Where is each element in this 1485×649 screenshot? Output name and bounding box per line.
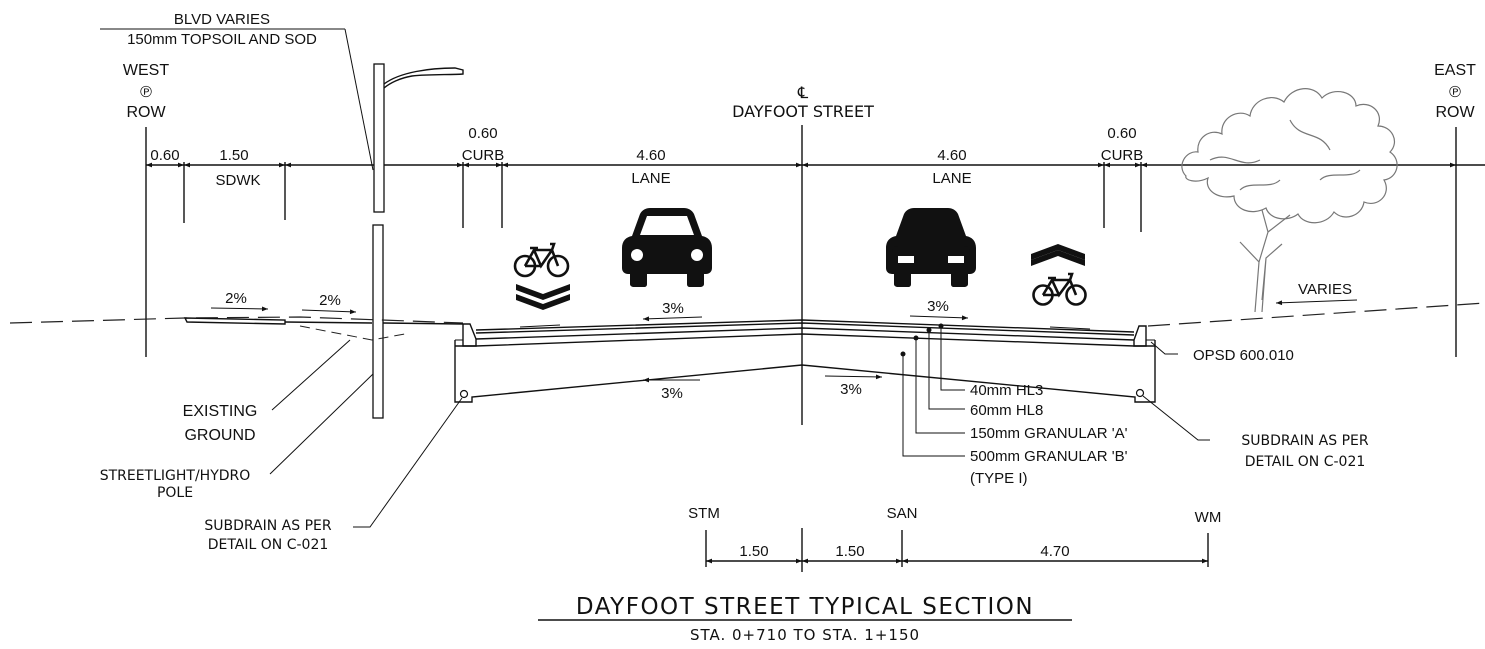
slope-label: 3% bbox=[840, 381, 862, 398]
dim-value: 0.60 bbox=[1107, 125, 1136, 142]
slope-label: 3% bbox=[662, 300, 684, 317]
utility-spacing: 1.50 bbox=[835, 543, 864, 560]
layer-label: 40mm HL3 bbox=[970, 382, 1043, 399]
car-icon bbox=[886, 208, 976, 287]
row-east-marker: EAST ℗ ROW bbox=[1434, 62, 1476, 357]
centerline-symbol: ℄ bbox=[797, 85, 809, 102]
row-west-label: ROW bbox=[126, 104, 166, 121]
roadway-slopes: 3% 3% 3% 3% VARIES bbox=[642, 281, 1358, 402]
subdrain-left-label: SUBDRAIN AS PER bbox=[204, 518, 332, 534]
section-subtitle: STA. 0+710 TO STA. 1+150 bbox=[690, 626, 920, 644]
dim-label: SDWK bbox=[216, 172, 261, 189]
dim-label: CURB bbox=[1101, 147, 1144, 164]
callouts-left: EXISTING GROUND STREETLIGHT/HYDRO POLE S… bbox=[100, 339, 463, 553]
existing-ground bbox=[9, 302, 1485, 341]
dim-value: 4.60 bbox=[636, 147, 665, 164]
layer-label: 60mm HL8 bbox=[970, 402, 1043, 419]
slope-label: 3% bbox=[661, 385, 683, 402]
opsd-label: OPSD 600.010 bbox=[1193, 347, 1294, 364]
section-title: DAYFOOT STREET TYPICAL SECTION bbox=[576, 594, 1034, 620]
row-west-symbol: ℗ bbox=[140, 84, 152, 101]
dim-value: 4.60 bbox=[937, 147, 966, 164]
utility-offsets: STM SAN WM 1.50 1.50 4.70 bbox=[688, 505, 1221, 567]
west-sidewalk: 2% 2% bbox=[183, 290, 464, 325]
utility-spacing: 1.50 bbox=[739, 543, 768, 560]
layer-label: (TYPE I) bbox=[970, 470, 1028, 487]
row-east-symbol: ℗ bbox=[1449, 84, 1461, 101]
utility-label: STM bbox=[688, 505, 720, 522]
streetlight-icon bbox=[372, 63, 464, 419]
dim-label: LANE bbox=[932, 170, 971, 187]
dim-label: CURB bbox=[462, 147, 505, 164]
car-icon bbox=[622, 208, 712, 287]
top-dimension-string: 0.60 1.50 SDWK 0.60 CURB 4.60 LANE 4.60 … bbox=[146, 125, 1485, 232]
streetlight-label: POLE bbox=[157, 485, 193, 501]
slope-label: VARIES bbox=[1298, 281, 1352, 298]
dim-value: 1.50 bbox=[219, 147, 248, 164]
drawing-title: DAYFOOT STREET TYPICAL SECTION STA. 0+71… bbox=[538, 594, 1072, 644]
layer-label: 150mm GRANULAR 'A' bbox=[970, 425, 1128, 442]
existing-ground-label: EXISTING bbox=[183, 403, 258, 420]
layer-label: 500mm GRANULAR 'B' bbox=[970, 448, 1128, 465]
utility-label: SAN bbox=[887, 505, 918, 522]
subdrain-left-label: DETAIL ON C-021 bbox=[208, 537, 329, 553]
street-label: DAYFOOT STREET bbox=[732, 102, 874, 121]
pavement-structure bbox=[454, 319, 1156, 403]
sharrow-chevron-icon bbox=[516, 284, 570, 310]
centerline: ℄ DAYFOOT STREET bbox=[732, 85, 874, 572]
row-west-marker: WEST ℗ ROW bbox=[123, 62, 169, 357]
utility-spacing: 4.70 bbox=[1040, 543, 1069, 560]
dim-value: 0.60 bbox=[468, 125, 497, 142]
tree-icon bbox=[1181, 88, 1398, 313]
slope-label: 2% bbox=[225, 290, 247, 307]
subdrain-right-label: DETAIL ON C-021 bbox=[1245, 454, 1366, 470]
blvd-line2: 150mm TOPSOIL AND SOD bbox=[127, 31, 317, 48]
slope-label: 2% bbox=[319, 292, 341, 309]
row-east-label: ROW bbox=[1435, 104, 1475, 121]
boulevard-callout: BLVD VARIES 150mm TOPSOIL AND SOD bbox=[100, 11, 374, 171]
bicycle-icon bbox=[513, 242, 570, 278]
dim-value: 0.60 bbox=[150, 147, 179, 164]
slope-label: 3% bbox=[927, 298, 949, 315]
subdrain-right-label: SUBDRAIN AS PER bbox=[1241, 433, 1369, 449]
blvd-line1: BLVD VARIES bbox=[174, 11, 270, 28]
callouts-right: OPSD 600.010 SUBDRAIN AS PER DETAIL ON C… bbox=[900, 323, 1369, 487]
streetlight-label: STREETLIGHT/HYDRO bbox=[100, 468, 251, 484]
existing-ground-label: GROUND bbox=[184, 427, 255, 444]
row-west-direction: WEST bbox=[123, 62, 169, 79]
utility-label: WM bbox=[1195, 509, 1222, 526]
bicycle-icon bbox=[1032, 272, 1087, 306]
row-east-direction: EAST bbox=[1434, 62, 1476, 79]
sharrow-chevron-icon bbox=[1031, 244, 1085, 266]
dim-label: LANE bbox=[631, 170, 670, 187]
